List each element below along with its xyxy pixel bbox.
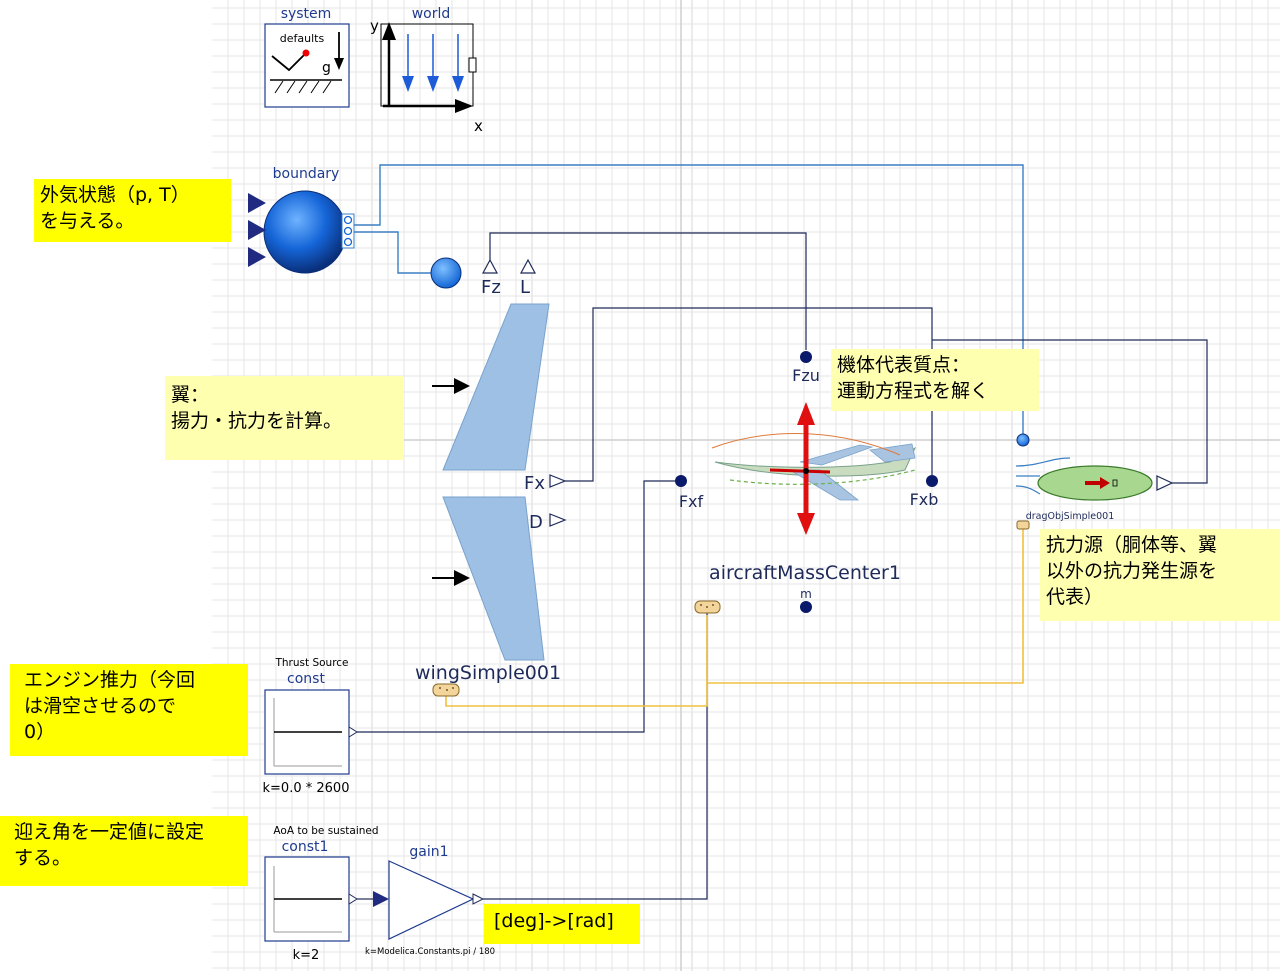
wing-fx-label: Fx	[524, 473, 545, 494]
wing-fz-port[interactable]	[481, 258, 499, 274]
thrust-param: k=0.0 * 2600	[263, 781, 350, 796]
wing-d-label: D	[529, 512, 543, 533]
wing-component[interactable]: Fz L Fx D wingSimple001	[415, 257, 567, 697]
gravity-field-icon	[407, 34, 459, 80]
system-g-label: g	[322, 60, 331, 76]
world-label: world	[412, 6, 451, 22]
aoa-name-label: const1	[282, 839, 329, 855]
note-boundary: 外気状態（p, T） を与える。	[34, 179, 231, 242]
gain-triangle-icon	[388, 860, 475, 940]
connection-drag-aoa[interactable]	[707, 528, 1024, 684]
note-wing: 翼： 揚力・抗力を計算。	[165, 376, 404, 460]
system-defaults-text: defaults	[280, 32, 325, 45]
aircraft-component[interactable]: Fzu Fxf Fxb aircraftMassCenter1 m	[675, 351, 939, 614]
gain-component[interactable]: gain1 k=Modelica.Constants.pi / 180	[365, 844, 495, 957]
grid	[212, 0, 1280, 971]
drag-name-label: dragObjSimple001	[1026, 511, 1115, 522]
connection-drag-output-aircraft[interactable]	[932, 339, 1208, 484]
world-x-label: x	[474, 117, 483, 135]
aoa-const-component[interactable]: AoA to be sustained const1 k=2	[264, 825, 379, 963]
aircraft-m-port[interactable]	[800, 601, 812, 613]
connection-wing-aoa[interactable]	[445, 615, 708, 707]
aircraft-fxf-port[interactable]	[675, 475, 687, 487]
defaults-check-icon	[271, 52, 307, 72]
wing-l-label: L	[520, 277, 530, 298]
boundary-component[interactable]: boundary	[248, 166, 355, 274]
boundary-port-3[interactable]	[343, 237, 353, 247]
page-margin	[0, 0, 212, 971]
wing-fx-port[interactable]	[549, 474, 567, 488]
wing-l-port[interactable]	[519, 258, 537, 274]
boundary-port-2[interactable]	[343, 226, 353, 236]
defaults-dot-icon	[302, 49, 310, 57]
boundary-source-icon	[263, 190, 347, 274]
note-aircraft: 機体代表質点： 運動方程式を解く	[831, 349, 1039, 411]
wing-upper-shape	[442, 303, 550, 471]
thrust-name-label: const	[287, 671, 325, 687]
drag-airflow-icon	[1015, 457, 1071, 495]
wing-fz-label: Fz	[481, 277, 501, 298]
connection-gain-aircraft[interactable]	[483, 613, 708, 900]
thrust-output-port[interactable]	[348, 726, 358, 738]
aircraft-fxf-label: Fxf	[679, 492, 704, 511]
aircraft-fzu-label: Fzu	[792, 366, 820, 385]
gain-param: k=Modelica.Constants.pi / 180	[365, 947, 495, 957]
aoa-title: AoA to be sustained	[273, 825, 378, 837]
boundary-input-t-icon[interactable]	[248, 220, 266, 240]
drag-aoa-port[interactable]	[1016, 520, 1030, 530]
wing-d-port[interactable]	[549, 513, 567, 527]
connection-wing-fz-aircraft-fzu[interactable]	[489, 232, 807, 350]
fluid-connection-boundary-wing[interactable]	[354, 231, 432, 274]
aoa-output-port[interactable]	[348, 893, 358, 905]
note-drag: 抗力源（胴体等、翼 以外の抗力発生源を 代表）	[1040, 529, 1280, 621]
drag-fluid-port[interactable]	[1016, 433, 1030, 447]
aircraft-name-label: aircraftMassCenter1	[709, 562, 901, 584]
boundary-label: boundary	[273, 166, 340, 182]
gain-output-port[interactable]	[472, 893, 485, 905]
wing-lower-shape	[442, 496, 545, 661]
boundary-port-1[interactable]	[343, 215, 353, 225]
drag-component[interactable]: dragObjSimple001	[1015, 433, 1174, 530]
wing-fluid-port[interactable]	[430, 257, 462, 289]
boundary-input-p-icon[interactable]	[248, 193, 266, 213]
thrust-title: Thrust Source	[274, 657, 348, 669]
system-label: system	[281, 6, 332, 22]
note-thrust: エンジン推力（今回 は滑空させるので 0）	[10, 664, 248, 756]
drag-output-port[interactable]	[1156, 475, 1174, 491]
world-component[interactable]: world y x	[370, 6, 483, 135]
gain-input-port[interactable]	[373, 891, 389, 907]
connections	[354, 164, 1208, 900]
aircraft-fzu-port[interactable]	[800, 351, 812, 363]
aoa-param: k=2	[293, 948, 320, 963]
wing-name-label: wingSimple001	[415, 662, 561, 684]
system-component[interactable]: system defaults g	[264, 6, 350, 108]
aircraft-fxb-label: Fxb	[910, 490, 939, 509]
aircraft-m-label: m	[800, 587, 812, 601]
thrust-component[interactable]: Thrust Source const k=0.0 * 2600	[263, 657, 358, 796]
gain-name-label: gain1	[409, 844, 448, 860]
note-gain: [deg]->[rad]	[484, 904, 640, 944]
connection-thrust-aircraft-fxf[interactable]	[357, 480, 675, 733]
world-y-label: y	[370, 17, 379, 35]
fluid-connection-boundary-drag[interactable]	[354, 164, 1024, 440]
boundary-input-x-icon[interactable]	[248, 247, 266, 267]
note-aoa: 迎え角を一定値に設定 する。	[0, 816, 248, 886]
aircraft-fxb-port[interactable]	[926, 475, 938, 487]
